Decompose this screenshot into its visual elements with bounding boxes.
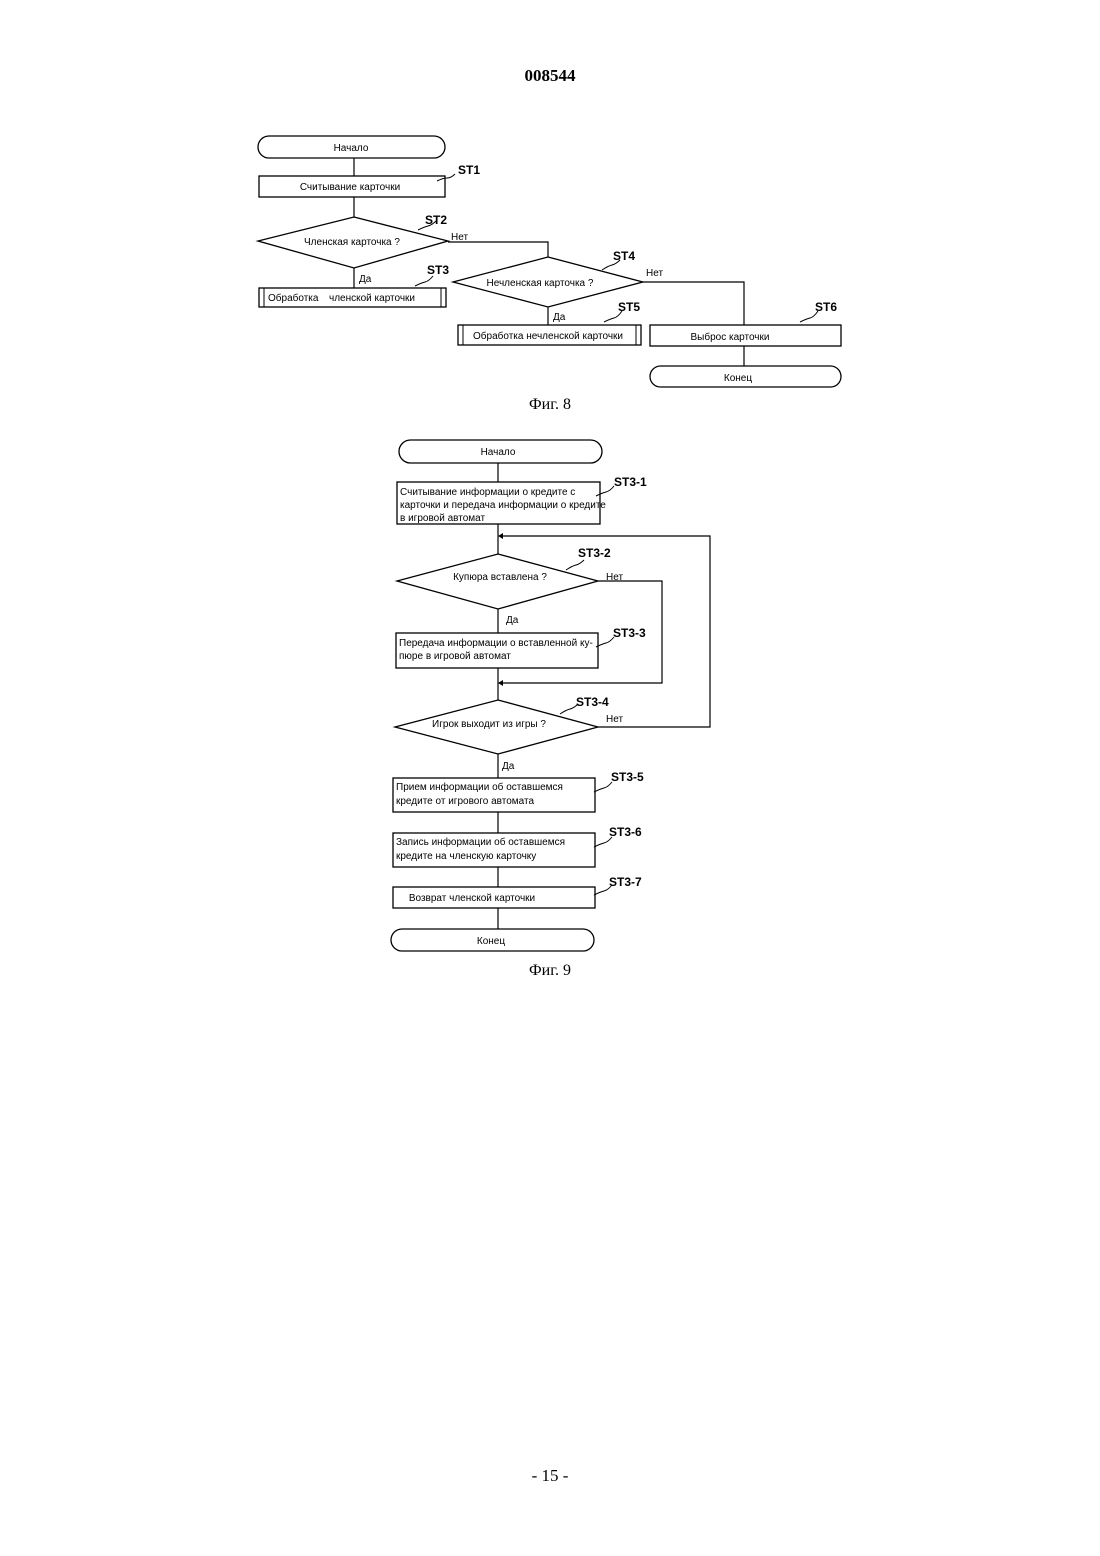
fig8-st4-label: ST4 [613, 249, 635, 263]
fig9-end-text: Конец [477, 936, 505, 947]
fig8-st5-label: ST5 [618, 300, 640, 314]
figure-9: Начало Считывание информации о кредите с… [391, 440, 710, 979]
fig8-st4-yes: Да [553, 312, 566, 323]
fig8-caption: Фиг. 8 [529, 396, 571, 413]
fig9-st3-5-line1: Прием информации об оставшемся [396, 781, 563, 793]
fig8-st6-text: Выброс карточки [691, 331, 770, 343]
fig9-st3-1-line1: Считывание информации о кредите с [400, 486, 575, 498]
fig9-st3-6-label: ST3-6 [609, 825, 642, 839]
fig8-start-text: Начало [334, 143, 369, 154]
page-number-footer: - 15 - [0, 1466, 1100, 1486]
fig9-st3-3-label: ST3-3 [613, 626, 646, 640]
fig9-merge-arrowhead-icon [498, 680, 503, 686]
fig9-st3-2-text: Купюра вставлена ? [453, 572, 547, 583]
fig9-start-text: Начало [481, 447, 516, 458]
fig9-st3-4-text: Игрок выходит из игры ? [432, 719, 546, 730]
fig8-st3-text-b: членской карточки [329, 293, 415, 304]
fig9-caption: Фиг. 9 [529, 962, 571, 979]
fig9-st3-4-label: ST3-4 [576, 695, 609, 709]
fig8-st5-text: Обработка нечленской карточки [473, 330, 623, 342]
fig9-st3-7-text: Возврат членской карточки [409, 893, 535, 904]
fig8-st1-text: Считывание карточки [300, 182, 400, 193]
fig8-st3-text-a: Обработка [268, 292, 319, 304]
fig8-st2-text: Членская карточка ? [304, 237, 400, 248]
fig8-st2-label: ST2 [425, 213, 447, 227]
figure-8: Начало Считывание карточки ST1 Членская … [258, 136, 841, 413]
fig8-st1-label: ST1 [458, 163, 480, 177]
fig8-st2-yes: Да [359, 274, 372, 285]
fig9-st3-5-label: ST3-5 [611, 770, 644, 784]
fig8-st3-label: ST3 [427, 263, 449, 277]
fig8-st4-text: Нечленская карточка ? [487, 278, 594, 289]
fig9-st3-4-no: Нет [606, 714, 623, 725]
fig9-st3-4-yes: Да [502, 761, 515, 772]
fig8-st2-no: Нет [451, 232, 468, 243]
fig9-st3-2-label: ST3-2 [578, 546, 611, 560]
fig8-st6-label: ST6 [815, 300, 837, 314]
fig8-st4-no: Нет [646, 268, 663, 279]
fig9-st3-6-line1: Запись информации об оставшемся [396, 836, 565, 848]
fig9-st3-1-line3: в игровой автомат [400, 513, 485, 524]
fig9-st3-1-line2: карточки и передача информации о кредите [400, 499, 606, 511]
fig9-st3-3-line1: Передача информации о вставленной ку- [399, 637, 593, 649]
fig8-end-text: Конец [724, 373, 752, 384]
fig9-st3-3-line2: пюре в игровой автомат [399, 651, 511, 662]
fig9-st3-7-label: ST3-7 [609, 875, 642, 889]
fig9-loop-arrowhead-icon [498, 533, 503, 539]
fig9-st3-5-line2: кредите от игрового автомата [396, 796, 534, 807]
fig9-st3-6-line2: кредите на членскую карточку [396, 851, 536, 862]
fig9-st3-1-label: ST3-1 [614, 475, 647, 489]
fig9-st3-2-yes: Да [506, 615, 519, 626]
